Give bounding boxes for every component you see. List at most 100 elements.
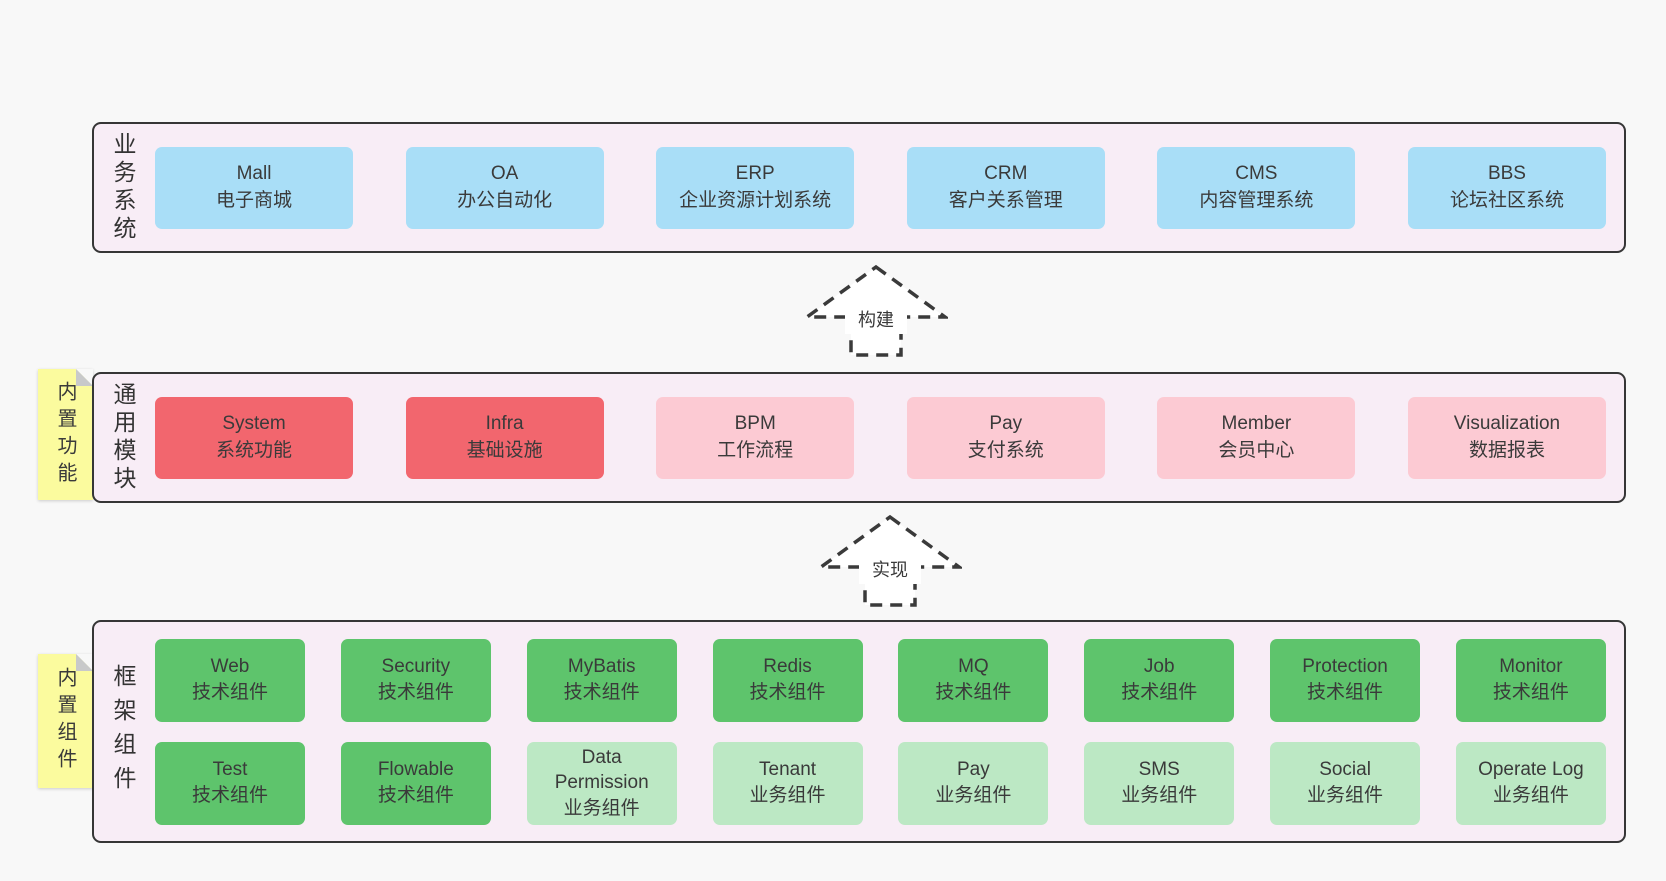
box-subtitle: 业务组件 [1492, 785, 1569, 806]
box-name: BBS [1487, 162, 1526, 184]
box-erp: ERP 企业资源计划系统 [656, 146, 855, 229]
box-monitor: Monitor 技术组件 [1455, 638, 1606, 722]
box-name: Infra [485, 412, 524, 434]
box-name: Data Permission [554, 746, 649, 794]
sticky-note-built-in-components: 内置组件 [38, 654, 93, 788]
box-subtitle: 业务组件 [1307, 785, 1384, 806]
box-visualization: Visualization 数据报表 [1407, 396, 1606, 479]
box-name: Member [1221, 412, 1292, 434]
box-infra: Infra 基础设施 [405, 396, 604, 479]
framework-components-grid: Web 技术组件 Security 技术组件 MyBatis 技术组件 Redi… [155, 638, 1606, 825]
box-name: Mall [236, 162, 272, 184]
box-name: SMS [1138, 759, 1180, 781]
sticky-note-built-in-features: 内置功能 [38, 369, 93, 500]
box-oa: OA 办公自动化 [405, 146, 604, 229]
box-name: System [222, 412, 286, 434]
box-name: CRM [984, 162, 1028, 184]
box-subtitle: 基础设施 [466, 439, 543, 461]
box-name: Pay [957, 759, 990, 781]
box-name: OA [490, 162, 519, 184]
box-security: Security 技术组件 [340, 638, 491, 722]
box-subtitle: 技术组件 [1307, 682, 1384, 703]
box-subtitle: 数据报表 [1468, 439, 1545, 461]
box-mq: MQ 技术组件 [898, 638, 1049, 722]
box-subtitle: 工作流程 [717, 439, 794, 461]
box-name: Tenant [759, 759, 817, 781]
box-member: Member 会员中心 [1157, 396, 1356, 479]
box-name: Social [1319, 759, 1371, 781]
box-mybatis: MyBatis 技术组件 [526, 638, 677, 722]
framework-row-2: Test 技术组件 Flowable 技术组件 Data Permission … [155, 741, 1606, 825]
box-subtitle: 技术组件 [935, 682, 1012, 703]
box-subtitle: 技术组件 [1492, 682, 1569, 703]
box-subtitle: 支付系统 [967, 439, 1044, 461]
box-crm: CRM 客户关系管理 [906, 146, 1105, 229]
box-mall: Mall 电子商城 [155, 146, 353, 229]
panel-framework-components: 框架组件 Web 技术组件 Security 技术组件 MyBatis 技术组件… [92, 620, 1626, 843]
box-subtitle: 会员中心 [1218, 439, 1295, 461]
implement-arrow-label: 实现 [872, 560, 908, 580]
implement-arrow-up-icon: 实现 [815, 514, 965, 613]
box-cms: CMS 内容管理系统 [1157, 146, 1356, 229]
box-name: MQ [958, 656, 989, 678]
box-subtitle: 办公自动化 [457, 189, 553, 211]
box-name: Redis [763, 656, 812, 678]
box-subtitle: 企业资源计划系统 [679, 189, 832, 211]
box-subtitle: 客户关系管理 [948, 189, 1063, 211]
box-subtitle: 技术组件 [191, 682, 268, 703]
box-subtitle: 电子商城 [215, 189, 292, 211]
box-subtitle: 业务组件 [935, 785, 1012, 806]
box-name: Job [1143, 656, 1175, 678]
box-name: Security [381, 656, 451, 678]
box-protection: Protection 技术组件 [1270, 638, 1421, 722]
box-pay-system: Pay 支付系统 [906, 396, 1105, 479]
framework-row-1: Web 技术组件 Security 技术组件 MyBatis 技术组件 Redi… [155, 638, 1606, 722]
box-redis: Redis 技术组件 [712, 638, 863, 722]
box-bpm: BPM 工作流程 [656, 396, 855, 479]
panel-common-modules: 通用模块 System 系统功能 Infra 基础设施 BPM 工作流程 Pay… [92, 372, 1626, 503]
box-bbs: BBS 论坛社区系统 [1407, 146, 1606, 229]
business-systems-row: Mall 电子商城 OA 办公自动化 ERP 企业资源计划系统 CRM 客户关系… [155, 146, 1606, 229]
box-subtitle: 技术组件 [191, 785, 268, 806]
box-social: Social 业务组件 [1270, 741, 1421, 825]
panel-label-business-systems: 业务系统 [110, 131, 136, 244]
box-name: Protection [1302, 656, 1388, 678]
sticky-label: 内置功能 [54, 380, 76, 489]
build-arrow-up-icon: 构建 [801, 264, 951, 363]
box-subtitle: 技术组件 [563, 682, 640, 703]
box-subtitle: 论坛社区系统 [1449, 189, 1564, 211]
box-subtitle: 技术组件 [377, 682, 454, 703]
box-pay-component: Pay 业务组件 [898, 741, 1049, 825]
sticky-label: 内置组件 [54, 667, 76, 775]
box-system: System 系统功能 [155, 396, 353, 479]
box-subtitle: 技术组件 [749, 682, 826, 703]
build-arrow-label: 构建 [858, 310, 894, 330]
box-subtitle: 技术组件 [377, 785, 454, 806]
box-name: MyBatis [567, 656, 636, 678]
box-data-permission: Data Permission 业务组件 [526, 741, 677, 825]
box-subtitle: 技术组件 [1121, 682, 1198, 703]
box-tenant: Tenant 业务组件 [712, 741, 863, 825]
box-name: Monitor [1499, 656, 1563, 678]
panel-label-common-modules: 通用模块 [110, 381, 136, 494]
box-name: ERP [735, 162, 775, 184]
box-name: BPM [734, 412, 776, 434]
box-subtitle: 业务组件 [1121, 785, 1198, 806]
box-name: Pay [989, 412, 1023, 434]
box-subtitle: 业务组件 [563, 797, 640, 819]
box-job: Job 技术组件 [1084, 638, 1235, 722]
box-name: Test [212, 759, 248, 781]
box-sms: SMS 业务组件 [1084, 741, 1235, 825]
box-subtitle: 内容管理系统 [1199, 189, 1314, 211]
panel-label-framework-components: 框架组件 [110, 663, 136, 800]
common-modules-row: System 系统功能 Infra 基础设施 BPM 工作流程 Pay 支付系统… [155, 396, 1606, 479]
box-flowable: Flowable 技术组件 [340, 741, 491, 825]
box-web: Web 技术组件 [155, 638, 305, 722]
box-name: Visualization [1453, 412, 1561, 434]
box-subtitle: 系统功能 [215, 439, 292, 461]
box-subtitle: 业务组件 [749, 785, 826, 806]
panel-business-systems: 业务系统 Mall 电子商城 OA 办公自动化 ERP 企业资源计划系统 CRM… [92, 122, 1626, 253]
box-name: Operate Log [1478, 759, 1584, 781]
box-name: CMS [1235, 162, 1278, 184]
box-name: Flowable [377, 759, 454, 781]
